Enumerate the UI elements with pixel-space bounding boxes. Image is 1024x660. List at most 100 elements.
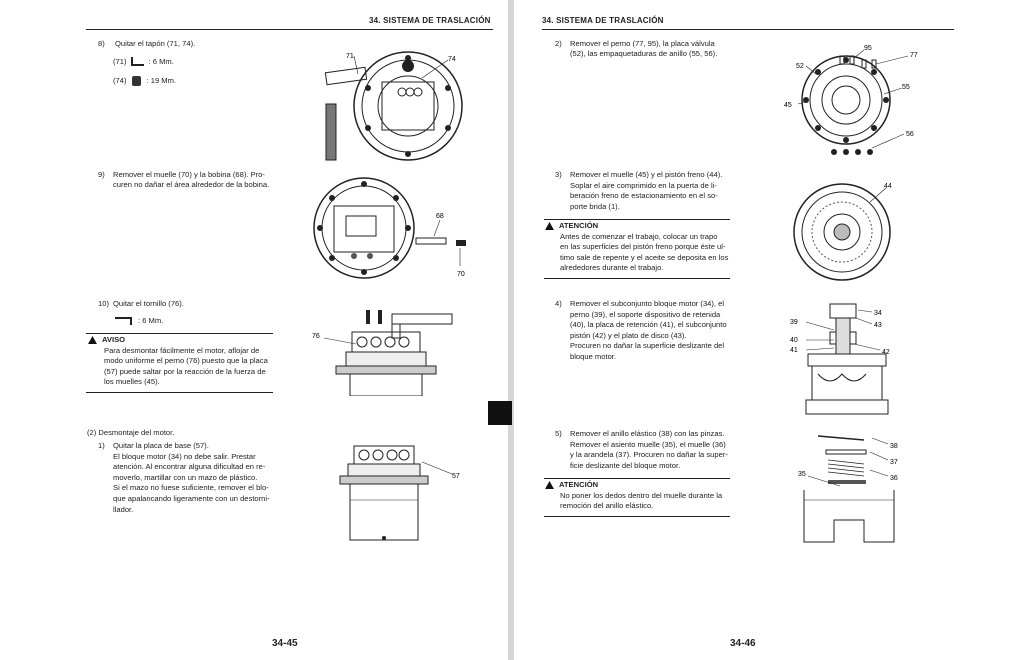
step-text-line: perno (39), el soporte dispositivo de re…	[570, 309, 721, 319]
step-number: 10)	[98, 299, 109, 308]
atencion-line: en las superficies del pistón freno porq…	[560, 242, 726, 252]
ref-label: (74)	[113, 75, 127, 85]
atencion-line: alrededores durante el trabajo.	[560, 263, 664, 273]
step-number: 5)	[555, 429, 562, 438]
atencion-bottom-rule	[544, 516, 730, 517]
step-text-line: Soplar el aire comprimido en la puerta d…	[570, 180, 717, 190]
step-text-line: Remover el muelle (45) y el pistón freno…	[570, 170, 723, 179]
step-text-line: porte brida (1).	[570, 201, 620, 211]
header-rule	[86, 29, 493, 30]
aviso-line: modo uniforme el perno (76) puesto que l…	[104, 356, 268, 366]
warning-icon	[545, 222, 554, 231]
aviso-line: los muelles (45).	[104, 377, 160, 387]
figure-brake-piston-removal: 44	[793, 183, 892, 281]
warning-icon	[88, 336, 97, 345]
aviso-bottom-rule	[86, 392, 273, 393]
callout-43: 43	[874, 322, 882, 329]
step-text-line: y la arandela (37). Procuren no dañar la…	[570, 450, 728, 460]
hex-key-icon	[130, 57, 144, 66]
atencion-line: No poner los dedos dentro del muelle dur…	[560, 490, 723, 500]
aviso-line: Para desmontar fácilmente el motor, aflo…	[104, 345, 260, 355]
step-text-line: llador.	[113, 504, 134, 514]
size-value: : 19 Mm.	[146, 75, 177, 85]
tool-line-71: (71) : 6 Mm.	[113, 56, 174, 68]
callout-95: 95	[864, 45, 872, 52]
step-text-line: bloque motor.	[570, 351, 617, 361]
step-number: 3)	[555, 170, 562, 179]
step-number: 2)	[555, 39, 562, 48]
step-number: 4)	[555, 299, 562, 308]
page-number: 34-45	[272, 638, 298, 649]
aviso-box: AVISO Para desmontar fácilmente el motor…	[88, 335, 274, 388]
figure-snap-ring-removal: 38 37 36 35	[798, 435, 898, 543]
step-text-line: Remover el subconjunto bloque motor (34)…	[570, 299, 725, 308]
step-text-line: Procuren no dañar la superficie deslizan…	[570, 341, 725, 351]
step-text: Quitar el tapón (71, 74).	[115, 39, 196, 48]
aviso-title: AVISO	[102, 335, 126, 344]
atencion-title: ATENCIÓN	[559, 221, 599, 230]
page-header-title: 34. SISTEMA DE TRASLACIÓN	[542, 16, 664, 25]
step-text-line: Remover el asiento muelle (35), el muell…	[570, 439, 726, 449]
page-number: 34-46	[730, 638, 756, 649]
section-tab-marker	[488, 401, 512, 425]
callout-45: 45	[784, 102, 792, 109]
step-text-line: pistón (42) y el plato de disco (43).	[570, 330, 687, 340]
step-text-line: El bloque motor (34) no debe salir. Pres…	[113, 451, 256, 461]
callout-68: 68	[436, 213, 444, 220]
callout-41: 41	[790, 347, 798, 354]
ref-label: (71)	[113, 56, 127, 66]
atencion-box: ATENCIÓN Antes de comenzar el trabajo, c…	[545, 221, 731, 274]
callout-57: 57	[452, 473, 460, 480]
aviso-header: AVISO	[88, 335, 274, 346]
callout-37: 37	[890, 459, 898, 466]
step-text-line: curen no dañar el área alrededor de la b…	[113, 180, 270, 189]
size-value: : 6 Mm.	[138, 315, 164, 325]
step-number: 8)	[98, 39, 105, 48]
socket-icon	[131, 76, 141, 86]
step-number: 1)	[98, 441, 105, 450]
step-text-line: atención. Al encontrar alguna dificultad…	[113, 462, 266, 472]
callout-35: 35	[798, 471, 806, 478]
atencion-header: ATENCIÓN	[545, 480, 731, 491]
aviso-line: (57) puede saltar por la reacción de la …	[104, 366, 266, 376]
step-text-block: Quitar la placa de base (57). El bloque …	[113, 441, 278, 515]
callout-70: 70	[457, 271, 465, 278]
atencion-line: timo sale de repente y el aceite se depo…	[560, 252, 729, 262]
callout-39: 39	[790, 319, 798, 326]
callout-52: 52	[796, 63, 804, 70]
atencion-top-rule	[544, 219, 730, 220]
figure-spring-coil-removal: 68 70	[313, 177, 466, 279]
step-text-line: (52), las empaquetaduras de anillo (55, …	[570, 49, 718, 58]
left-page: 34. SISTEMA DE TRASLACIÓN 8) Quitar el t…	[0, 0, 508, 660]
atencion-header: ATENCIÓN	[545, 221, 731, 232]
step-text-block: Remover el anillo elástico (38) con las …	[570, 429, 742, 471]
atencion-top-rule	[544, 478, 730, 479]
step-text-line: ficie deslizante del bloque motor.	[570, 460, 681, 470]
tool-line-74: (74) : 19 Mm.	[113, 75, 176, 87]
step-text-line: Si el mazo no fuese suficiente, remover …	[113, 483, 269, 493]
atencion-line: remoción del anillo elástico.	[560, 501, 654, 511]
callout-56: 56	[906, 131, 914, 138]
warning-icon	[545, 481, 554, 490]
callout-36: 36	[890, 475, 898, 482]
callout-71: 71	[346, 53, 354, 60]
section-title: (2) Desmontaje del motor.	[87, 428, 175, 437]
step-text-line: Remover el muelle (70) y la bobina (68).…	[113, 170, 265, 179]
atencion-title: ATENCIÓN	[559, 480, 599, 489]
callout-40: 40	[790, 337, 798, 344]
figure-motor-block-removal: 34 43 39 40 41 42	[790, 303, 890, 415]
callout-34: 34	[874, 310, 882, 317]
header-rule	[542, 29, 954, 30]
figure-plug-removal: 71 74	[324, 51, 463, 161]
step-number: 9)	[98, 170, 105, 179]
callout-44: 44	[884, 183, 892, 190]
page-gutter	[508, 0, 514, 660]
step-text-block: Remover el muelle (45) y el pistón freno…	[570, 170, 740, 212]
callout-74: 74	[448, 56, 456, 63]
step-text: Quitar el tornillo (76).	[113, 299, 184, 308]
size-value: : 6 Mm.	[148, 56, 174, 66]
step-text-line: moverlo, martillar con un mazo de plásti…	[113, 472, 258, 482]
step-text-line: que apalancando ligeramente con un desto…	[113, 493, 270, 503]
callout-38: 38	[890, 443, 898, 450]
callout-42: 42	[882, 349, 890, 356]
